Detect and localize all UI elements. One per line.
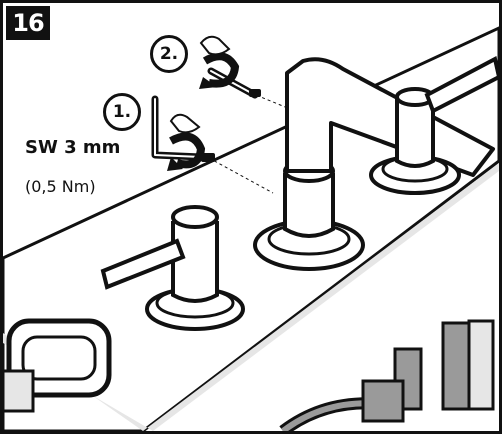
step-2-marker: 2. xyxy=(150,35,188,73)
left-lever xyxy=(100,238,186,290)
step-number-badge: 16 xyxy=(6,6,50,40)
hand-icon xyxy=(199,35,231,56)
spout-arm xyxy=(285,57,495,177)
set-screw-icon xyxy=(249,89,261,97)
leader-line-1 xyxy=(208,157,274,194)
rotate-arrow-icon xyxy=(167,132,206,171)
set-screw-icon xyxy=(201,153,215,162)
faucet-illustration xyxy=(3,26,499,431)
step-1-marker: 1. xyxy=(103,93,141,131)
hex-key-icon xyxy=(207,67,259,99)
torque-label: (0,5 Nm) xyxy=(25,177,96,196)
under-counter-plumbing xyxy=(3,318,495,431)
left-handle-valve xyxy=(100,205,245,331)
right-handle-valve xyxy=(369,56,499,195)
hex-key-icon xyxy=(151,95,205,161)
center-spout xyxy=(253,57,495,271)
right-lever xyxy=(424,56,499,114)
hand-icon xyxy=(169,113,201,134)
tool-size-label: SW 3 mm xyxy=(25,137,121,158)
rotate-arrow-icon xyxy=(199,52,240,89)
